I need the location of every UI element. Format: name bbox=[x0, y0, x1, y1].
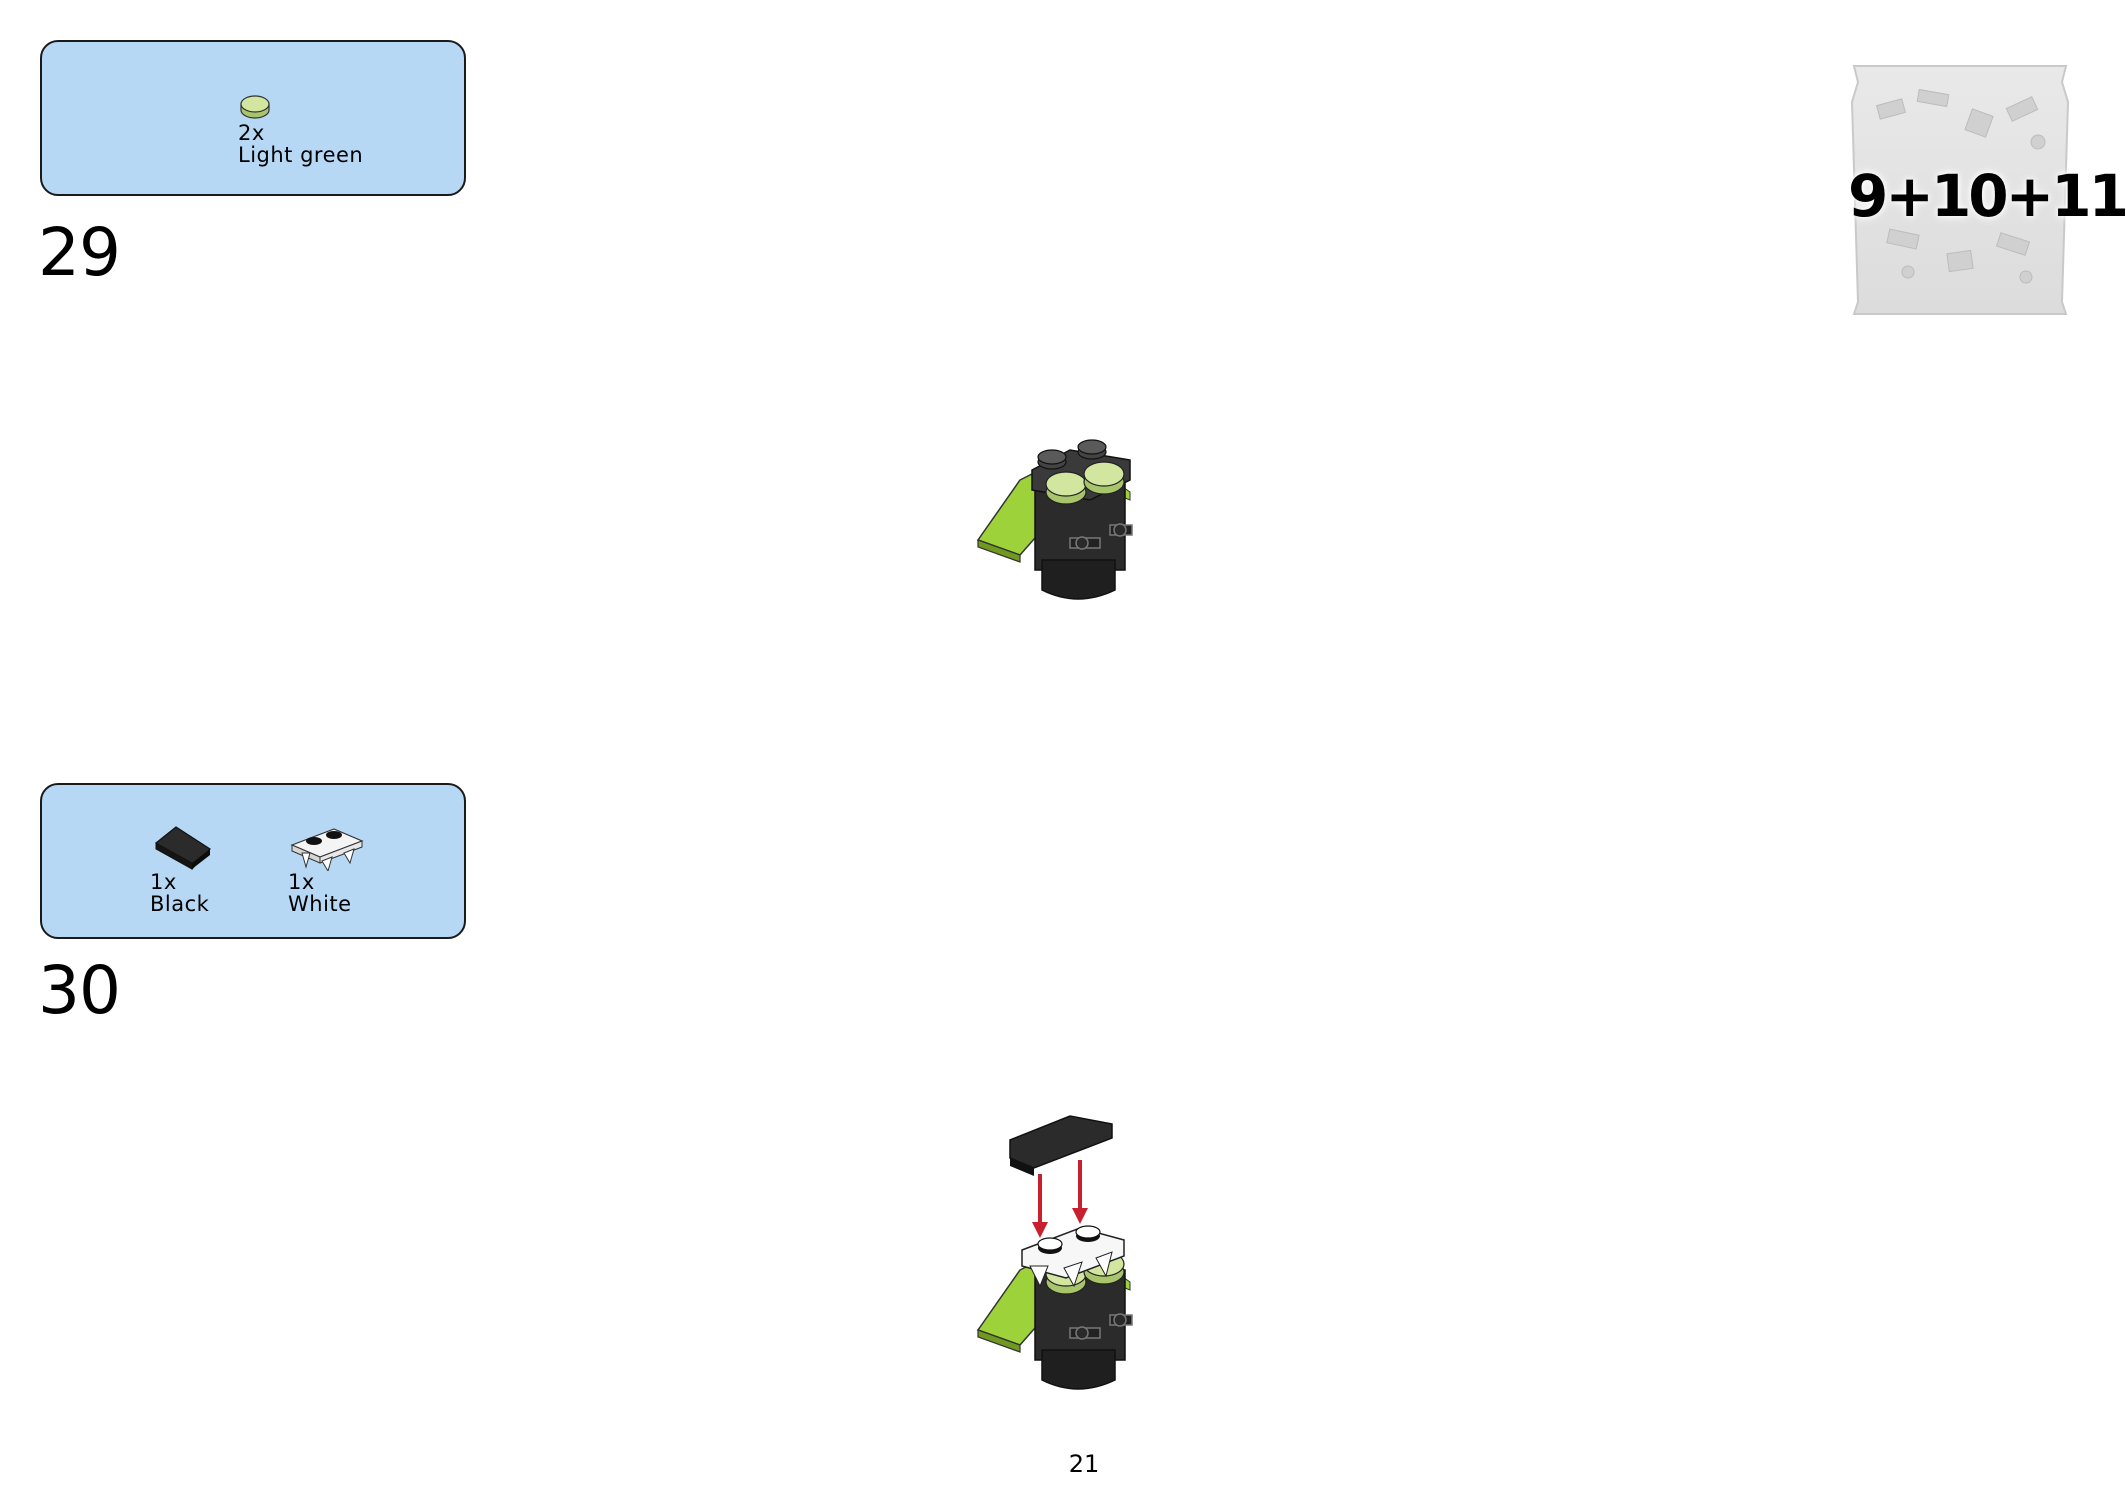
part-color: White bbox=[288, 892, 352, 916]
step-number-30: 30 bbox=[38, 952, 121, 1029]
parts-bag-icon bbox=[1850, 65, 2070, 315]
bag-number-label: 9+10+11 bbox=[1848, 162, 2126, 230]
page-number: 21 bbox=[1068, 1450, 1100, 1478]
part-color: Light green bbox=[238, 143, 364, 167]
part-quantity: 1x bbox=[288, 870, 315, 894]
step-29-part-light-green-tile: 2x Light green bbox=[238, 92, 363, 166]
parts-bag: 9+10+11 bbox=[1848, 62, 2126, 318]
round-tile-1x1-icon bbox=[240, 95, 270, 119]
step-29-parts-box: 2x Light green bbox=[40, 40, 466, 196]
slope-2x1-icon bbox=[155, 826, 211, 870]
step-30-part-white-plate: 1x White bbox=[288, 823, 364, 915]
step-30-part-black-slope: 1x Black bbox=[150, 823, 214, 915]
step-30-parts-box: 1x Black 1x White bbox=[40, 783, 466, 939]
step-number-29: 29 bbox=[38, 214, 121, 291]
part-color: Black bbox=[150, 892, 210, 916]
part-quantity: 1x bbox=[150, 870, 177, 894]
plate-with-teeth-icon bbox=[290, 828, 364, 871]
part-quantity: 2x bbox=[238, 121, 265, 145]
step-29-model-illustration bbox=[976, 439, 1133, 600]
step-30-model-illustration bbox=[976, 1115, 1133, 1390]
